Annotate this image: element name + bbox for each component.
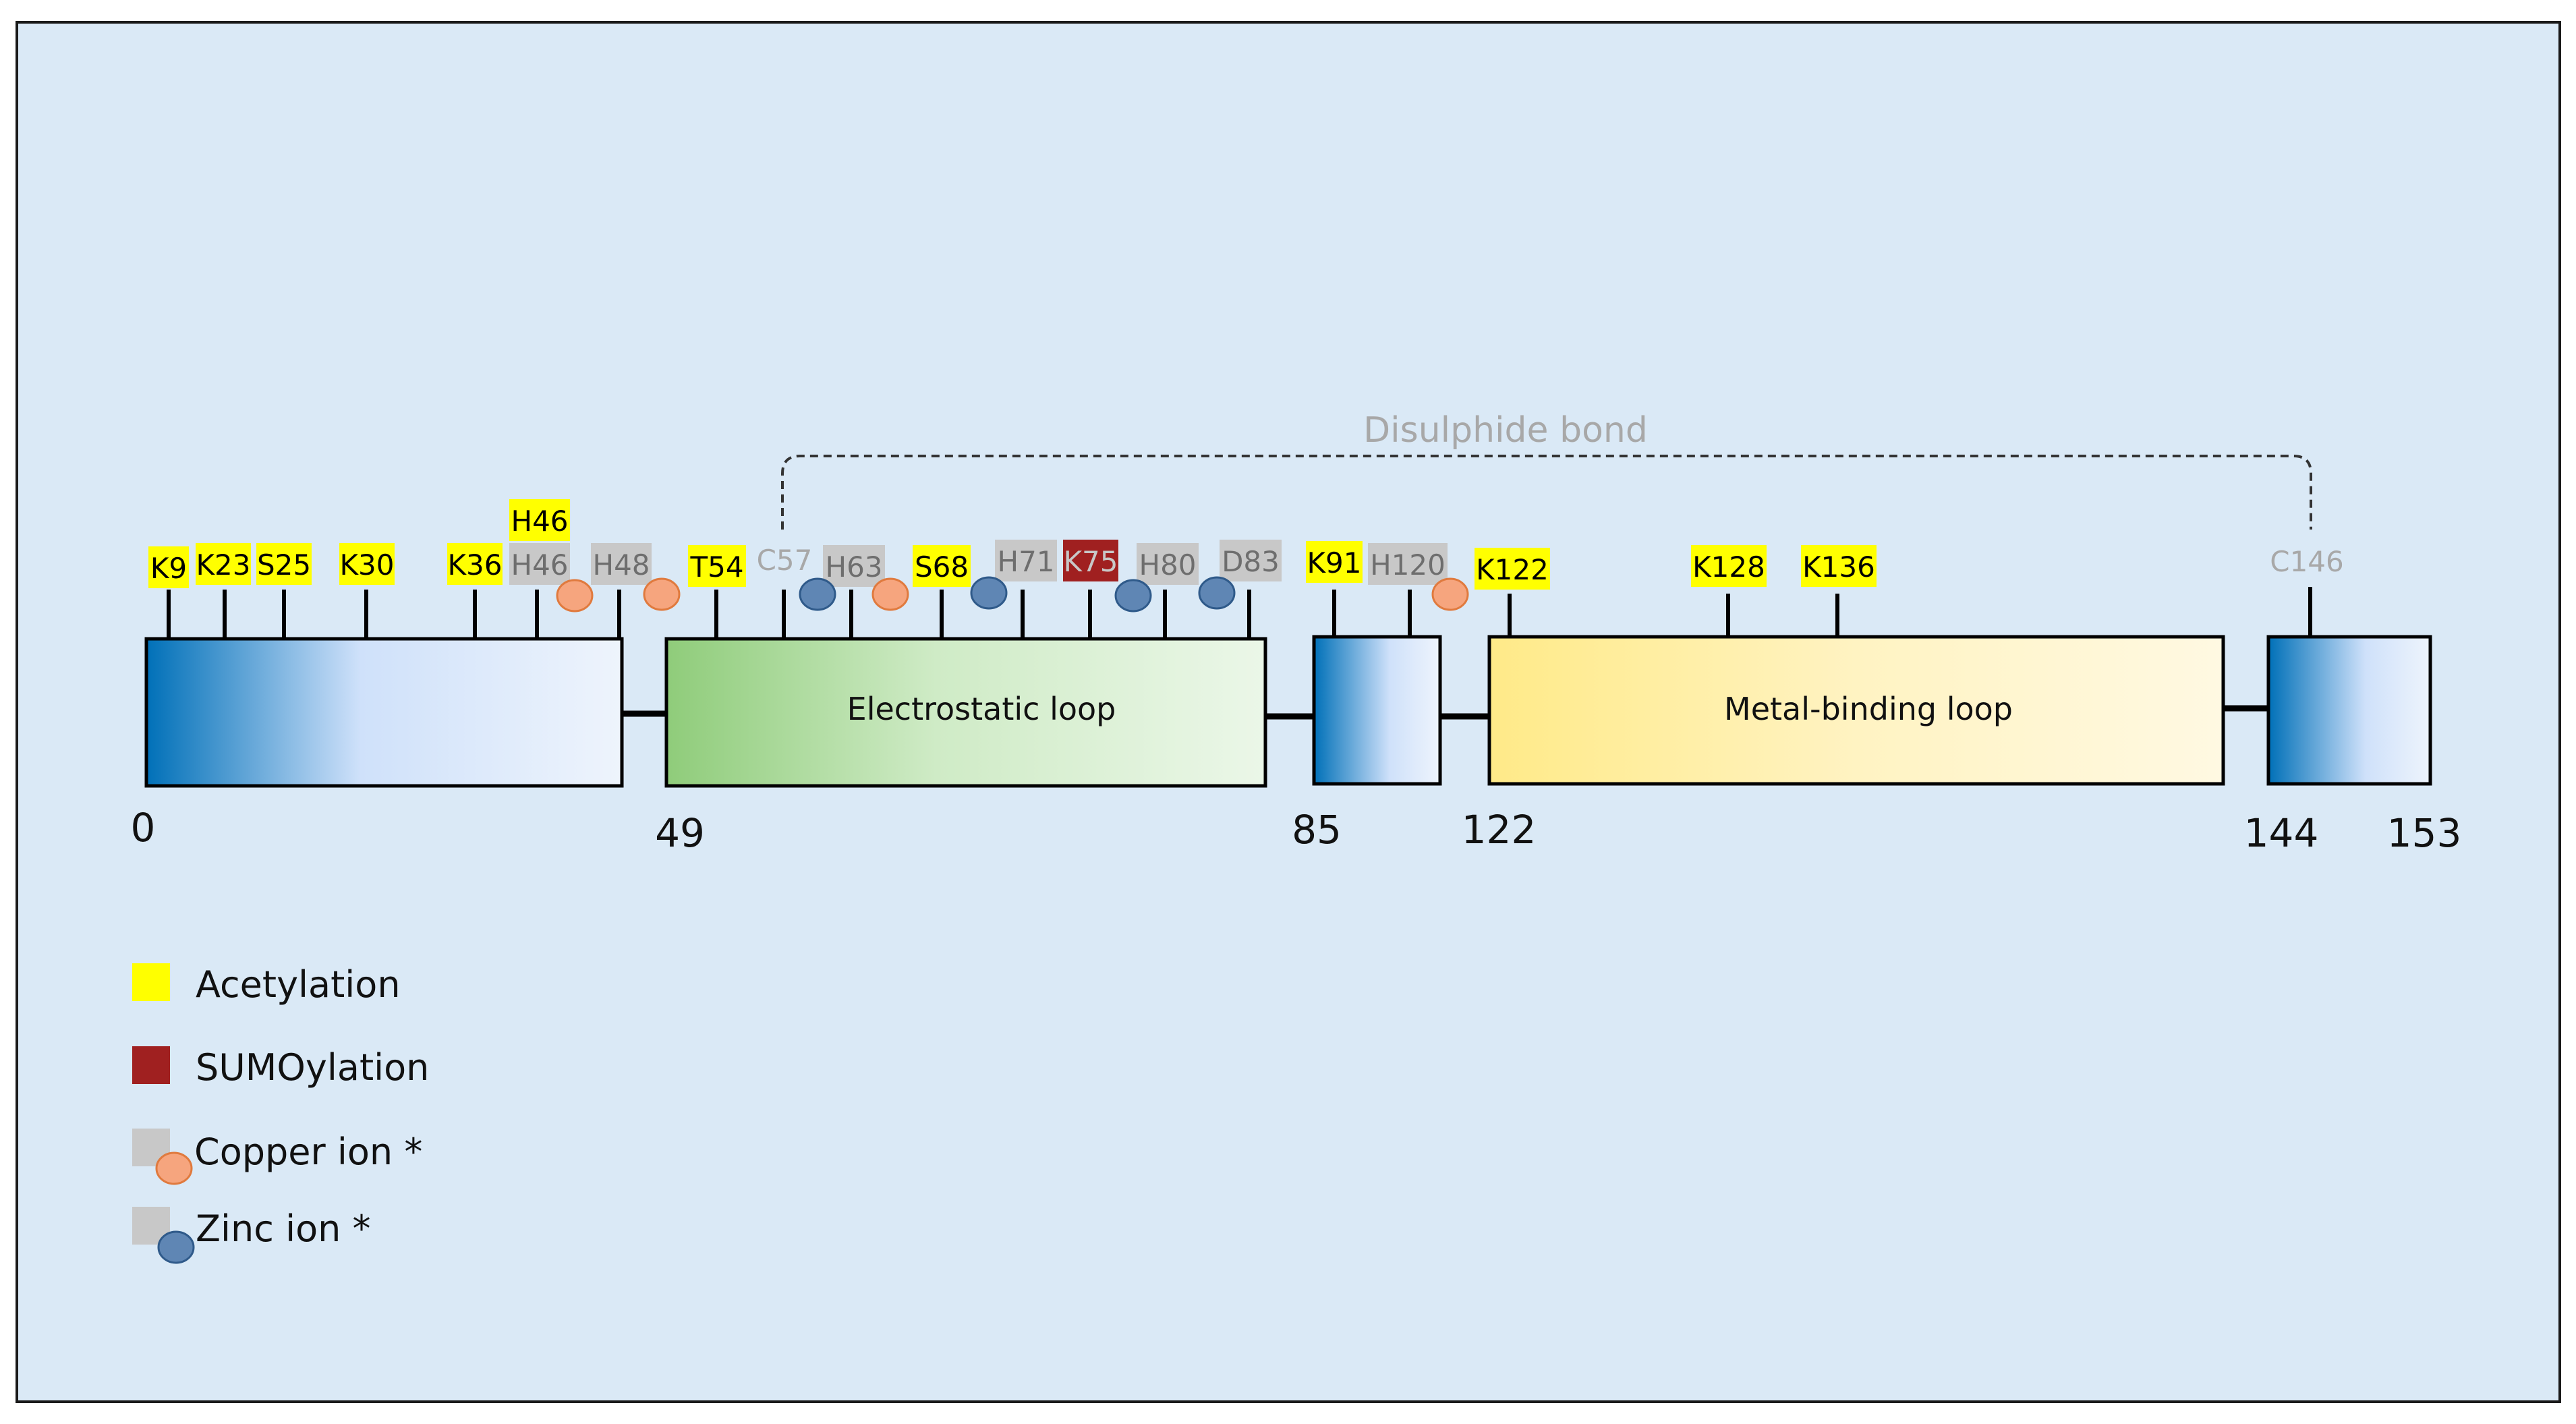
site-box-k30: [339, 543, 395, 585]
site-box-k75: [1063, 540, 1118, 581]
site-box-k91: [1306, 541, 1363, 583]
site-box-k36: [447, 543, 503, 585]
site-label-h80: H80: [1139, 548, 1196, 581]
site-box-h80: [1137, 543, 1199, 585]
site-box-h63: [823, 545, 885, 587]
copper-ion-marker: [556, 579, 594, 613]
site-ticks: [167, 587, 2312, 639]
site-box-k9: [148, 546, 189, 588]
site-box-h46-acetyl: [509, 499, 570, 541]
site-box-k128: [1691, 545, 1767, 587]
zinc-ion-marker: [799, 577, 836, 611]
zinc-ion-marker: [1198, 576, 1236, 610]
legend-copper-icon: [155, 1151, 193, 1185]
site-label-h63: H63: [825, 550, 882, 583]
legend-label-acetylation: Acetylation: [196, 963, 401, 1006]
site-box-k136: [1801, 545, 1877, 587]
site-label-k9: K9: [150, 552, 187, 585]
site-label-c57: C57: [757, 544, 813, 577]
copper-ion-marker: [1431, 577, 1469, 611]
site-box-k23: [196, 543, 251, 585]
site-label-k122: K122: [1476, 553, 1549, 586]
site-label-k75: K75: [1064, 545, 1118, 578]
position-49: 49: [655, 810, 705, 856]
site-label-k91: K91: [1307, 546, 1362, 579]
legend-swatch-acetylation: [132, 963, 170, 1001]
site-labels: K9 K23 S25 K30 K36 H46 H46 H48 T54 C57 H…: [150, 505, 2344, 586]
site-label-h46-acetyl: H46: [511, 505, 568, 538]
site-label-h48: H48: [592, 548, 650, 581]
site-label-s68: S68: [915, 550, 969, 583]
site-label-s25: S25: [257, 548, 311, 581]
domains: [144, 635, 2432, 788]
site-box-h120: [1368, 543, 1448, 585]
site-box-h71: [995, 540, 1057, 581]
site-box-t54: [688, 545, 746, 587]
copper-ion-marker: [643, 577, 681, 611]
site-label-k23: K23: [196, 548, 251, 581]
site-box-k122: [1475, 548, 1550, 590]
metal-ions: [556, 576, 1469, 613]
copper-ion-marker: [871, 577, 909, 611]
domain-box-1: [144, 637, 624, 788]
site-box-h46: [509, 543, 570, 585]
legend-label-zinc: Zinc ion *: [196, 1207, 371, 1250]
site-box-h48: [591, 543, 652, 585]
site-label-k136: K136: [1802, 550, 1875, 583]
site-label-k36: K36: [448, 548, 503, 581]
disulphide-bracket: [781, 455, 2312, 530]
site-label-d83: D83: [1222, 545, 1280, 578]
site-box-d83: [1220, 540, 1282, 581]
legend-label-copper: Copper ion *: [194, 1131, 422, 1173]
site-label-boxes: [148, 499, 1877, 590]
position-85: 85: [1292, 807, 1342, 853]
site-label-h46: H46: [511, 548, 568, 581]
domain-label-electrostatic: Electrostatic loop: [847, 691, 1116, 727]
position-0: 0: [131, 805, 156, 851]
legend: Acetylation SUMOylation Copper ion * Zin…: [132, 963, 429, 1264]
zinc-ion-marker: [970, 576, 1008, 610]
domain-box-electrostatic: [664, 637, 1267, 788]
site-label-h71: H71: [997, 545, 1054, 578]
position-122: 122: [1462, 807, 1537, 853]
site-box-s25: [256, 543, 312, 585]
site-label-h120: H120: [1370, 548, 1446, 581]
zinc-ion-marker: [1114, 579, 1152, 613]
position-153: 153: [2387, 810, 2462, 856]
linkers: [622, 705, 2268, 720]
legend-label-sumoylation: SUMOylation: [196, 1046, 429, 1089]
position-144: 144: [2244, 810, 2319, 856]
legend-swatch-sumoylation: [132, 1046, 170, 1084]
domain-box-5: [2266, 635, 2432, 786]
domain-box-metal-binding: [1487, 635, 2225, 786]
domain-box-3: [1312, 635, 1442, 786]
site-label-k30: K30: [340, 548, 395, 581]
site-box-s68: [913, 545, 971, 587]
site-label-k128: K128: [1692, 550, 1765, 583]
site-label-t54: T54: [689, 550, 743, 583]
site-label-c146: C146: [2270, 545, 2344, 578]
legend-zinc-icon: [157, 1230, 195, 1264]
domain-label-metal-binding: Metal-binding loop: [1724, 691, 2013, 727]
disulphide-label: Disulphide bond: [1363, 410, 1648, 451]
